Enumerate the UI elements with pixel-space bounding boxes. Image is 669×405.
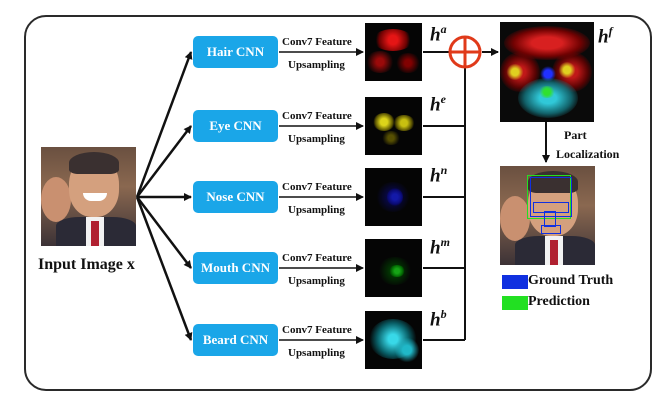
- legend-swatch-prediction: [502, 296, 528, 310]
- nose-heatmap: [365, 168, 422, 226]
- eye-cnn-box: Eye CNN: [193, 110, 278, 142]
- nose-cnn-box: Nose CNN: [193, 181, 278, 213]
- upsampling-label: Upsampling: [288, 59, 345, 71]
- ground-truth-box-nose: [544, 211, 556, 227]
- feature-label: Conv7 Feature: [282, 252, 352, 264]
- ground-truth-box-eyes: [533, 202, 569, 213]
- arrow-to-hair-cnn: [135, 51, 193, 198]
- upsampling-label: Upsampling: [288, 275, 345, 287]
- prediction-box-hair: [527, 175, 571, 219]
- feature-label: Conv7 Feature: [282, 181, 352, 193]
- beard-heatmap: [365, 311, 422, 369]
- input-face-image: [41, 147, 136, 246]
- hair-cnn-box: Hair CNN: [193, 36, 278, 68]
- arrow-to-beard-cnn: [135, 196, 193, 341]
- feature-label: Conv7 Feature: [282, 110, 352, 122]
- upsampling-label: Upsampling: [288, 347, 345, 359]
- arrow-to-eye-cnn: [136, 125, 192, 198]
- mouth-cnn-box: Mouth CNN: [193, 252, 278, 284]
- h-label-beard: hb: [430, 307, 447, 331]
- sum-symbol: [448, 35, 482, 69]
- mouth-heatmap: [365, 239, 422, 297]
- input-image-label: Input Image x: [38, 256, 135, 273]
- legend-label-prediction: Prediction: [528, 294, 590, 309]
- feature-label: Conv7 Feature: [282, 324, 352, 336]
- h-label-nose: hn: [430, 163, 448, 187]
- arrow-to-mouth-cnn: [136, 196, 192, 269]
- hair-heatmap: [365, 23, 422, 81]
- upsampling-label: Upsampling: [288, 204, 345, 216]
- ground-truth-box-mouth: [541, 225, 561, 234]
- beard-cnn-box: Beard CNN: [193, 324, 278, 356]
- h-label-fused: hf: [598, 24, 613, 48]
- upsampling-label: Upsampling: [288, 133, 345, 145]
- part-localization-label: Part Localization: [556, 128, 620, 161]
- ground-truth-box-hair: [530, 177, 572, 217]
- eye-heatmap: [365, 97, 422, 155]
- h-label-mouth: hm: [430, 235, 450, 259]
- fused-heatmap: [500, 22, 594, 122]
- h-label-eye: he: [430, 92, 446, 116]
- legend-label-ground-truth: Ground Truth: [528, 273, 614, 288]
- legend-swatch-ground-truth: [502, 275, 528, 289]
- localization-face-image: [500, 166, 595, 265]
- h-label-hair: ha: [430, 22, 447, 46]
- feature-label: Conv7 Feature: [282, 36, 352, 48]
